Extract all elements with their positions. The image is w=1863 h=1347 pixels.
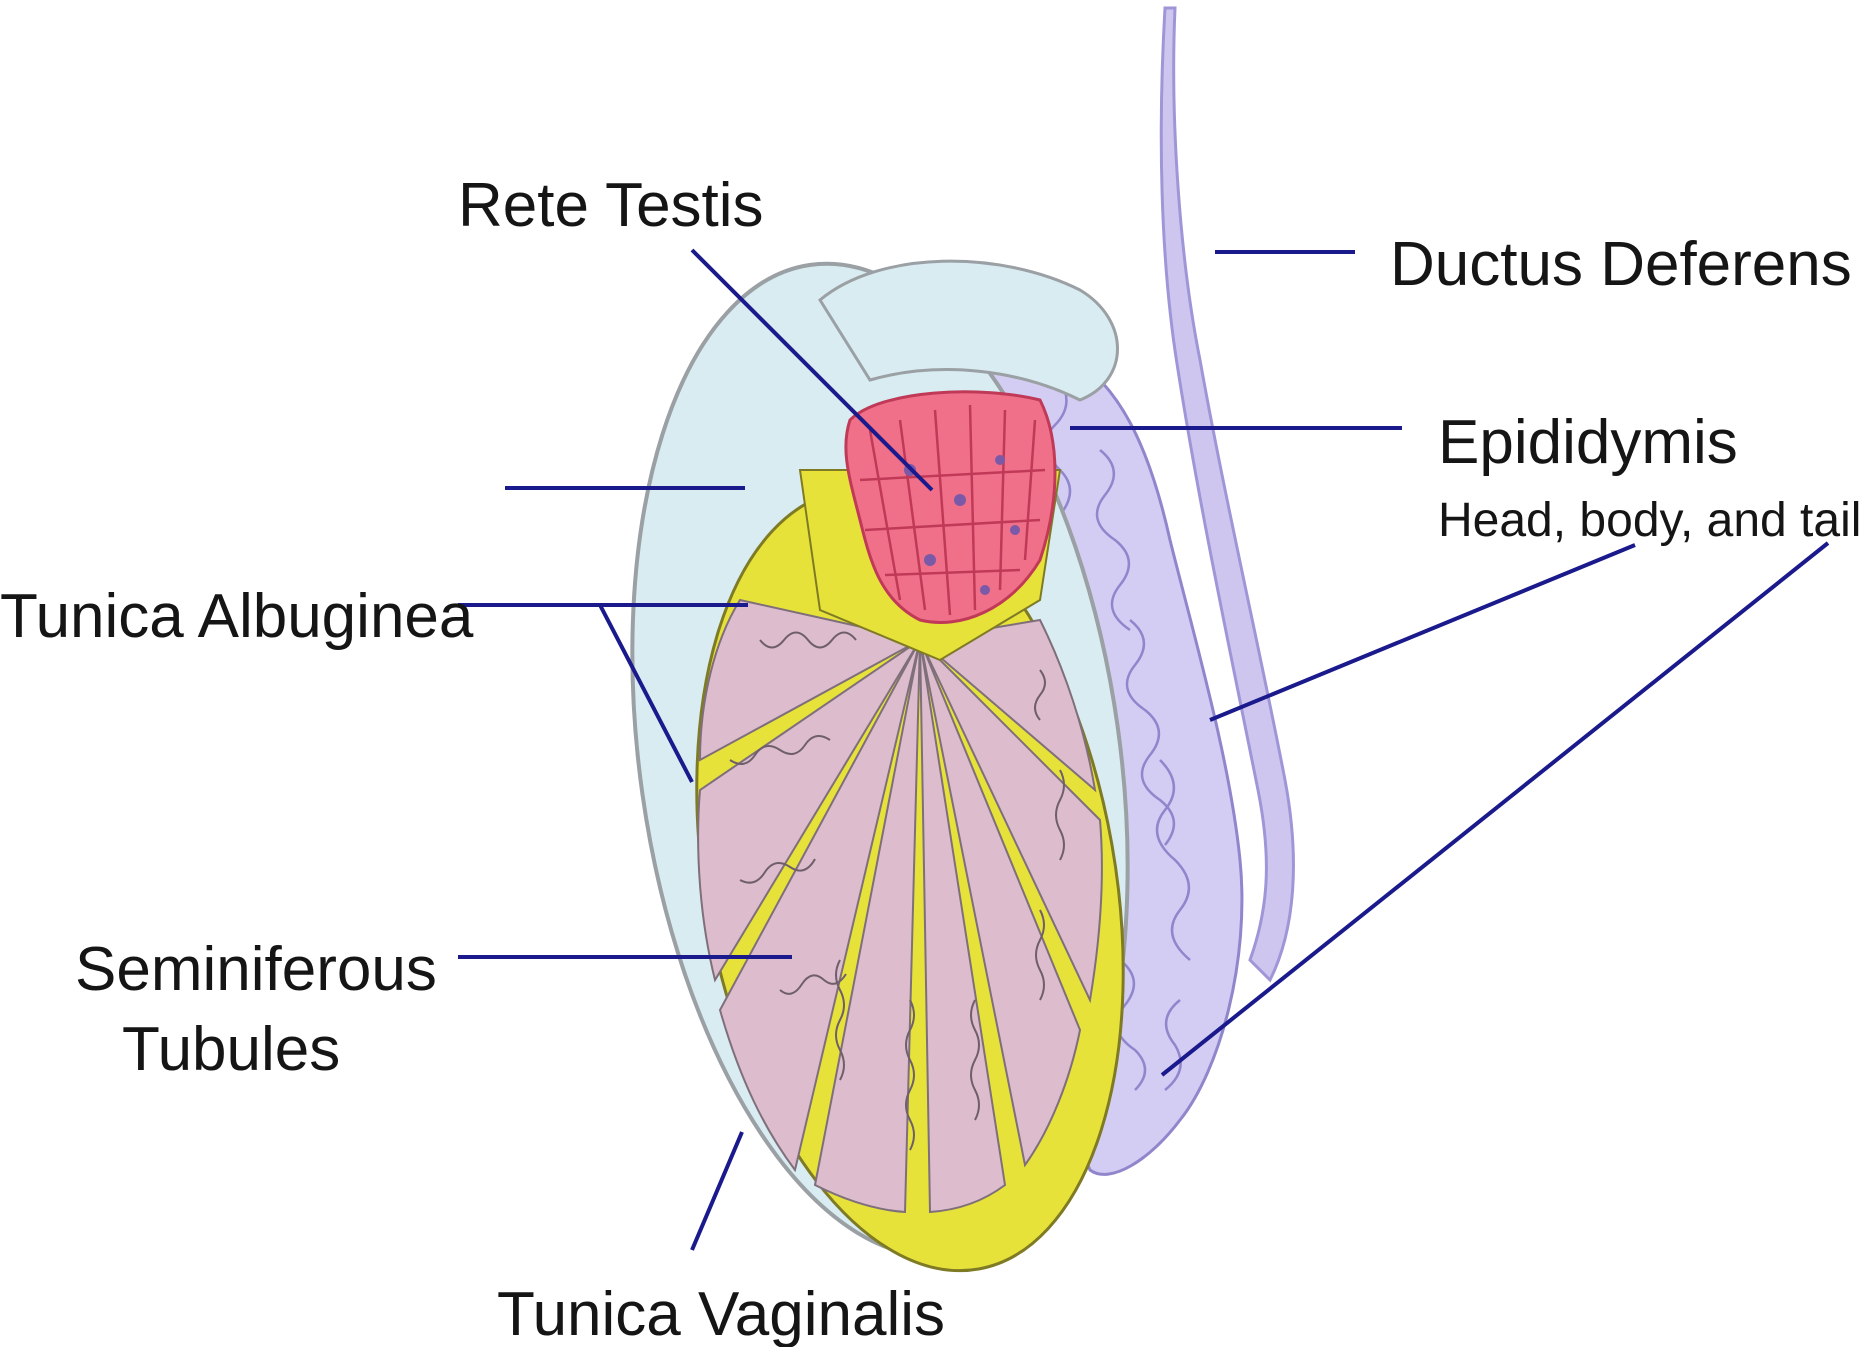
label-tunica-vaginalis: Tunica Vaginalis — [497, 1280, 945, 1347]
label-tunica-albuginea: Tunica Albuginea — [0, 582, 474, 651]
label-epididymis: Epididymis — [1438, 408, 1738, 477]
leader-epididymis-body — [1210, 545, 1635, 720]
label-rete-testis: Rete Testis — [458, 171, 764, 240]
label-epididymis-parts: Head, body, and tail — [1438, 494, 1861, 547]
leader-tunica-vaginalis — [692, 1132, 742, 1250]
label-tubules: Tubules — [122, 1015, 340, 1084]
label-ductus-deferens: Ductus Deferens — [1390, 230, 1852, 299]
label-seminiferous: Seminiferous — [75, 935, 437, 1004]
